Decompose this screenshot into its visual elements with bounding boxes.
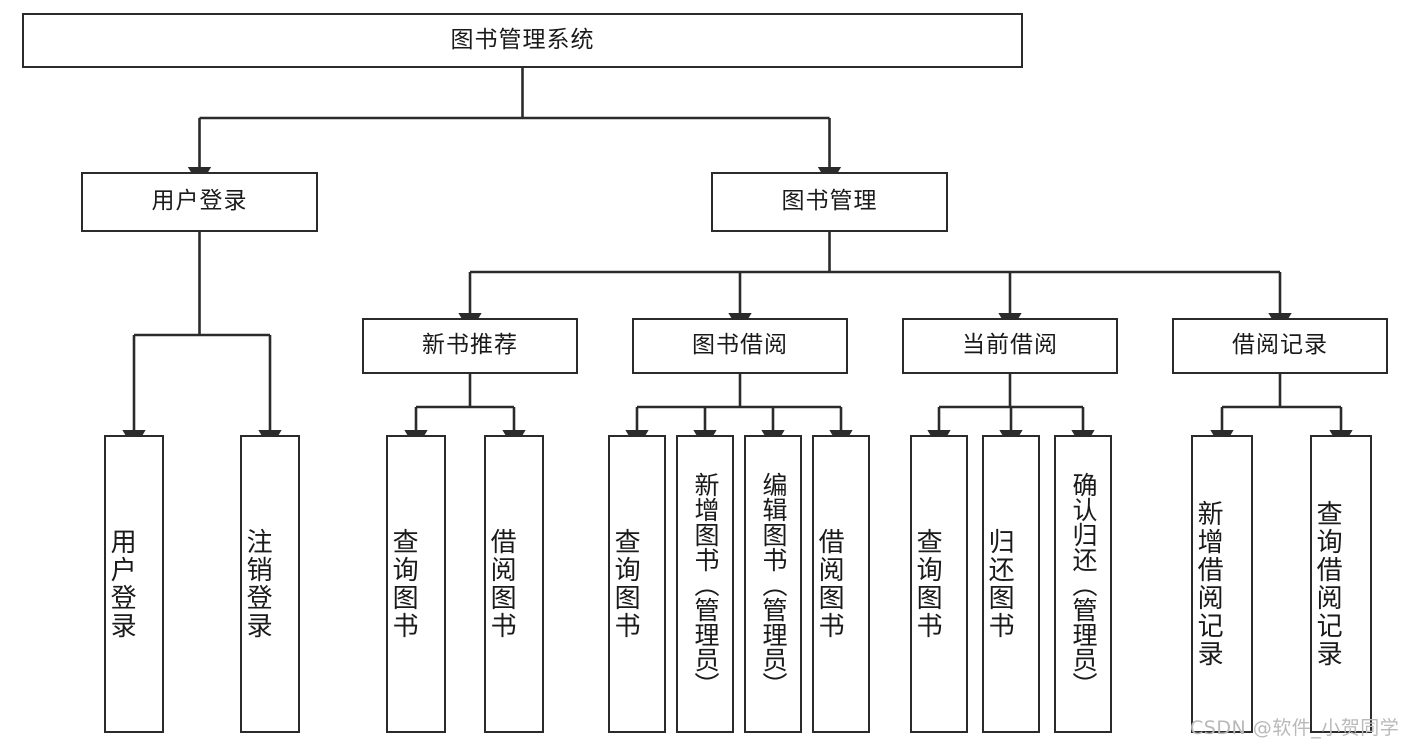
node-book-manage-label: 图书管理 [781, 188, 878, 215]
leaf-query-book-current-label: 查询图书 [912, 528, 943, 640]
leaf-add-borrow-record-label: 新增借阅记录 [1193, 500, 1224, 668]
leaf-query-book-recommend[interactable]: 查询图书 [386, 435, 446, 733]
node-book-manage[interactable]: 图书管理 [711, 172, 948, 232]
leaf-query-borrow-record-label: 查询借阅记录 [1312, 500, 1343, 668]
node-current-borrow-label: 当前借阅 [962, 332, 1058, 359]
node-user-login-label: 用户登录 [151, 188, 248, 215]
leaf-confirm-return-label: 确认归还（管理员） [1069, 471, 1098, 697]
leaf-query-book-borrow-label: 查询图书 [610, 528, 641, 640]
node-borrow-record-label: 借阅记录 [1232, 332, 1328, 359]
leaf-confirm-return[interactable]: 确认归还（管理员） [1054, 435, 1112, 733]
leaf-query-book-current[interactable]: 查询图书 [910, 435, 968, 733]
leaf-user-login-label: 用户登录 [106, 528, 137, 640]
node-new-book-recommend[interactable]: 新书推荐 [362, 318, 578, 374]
leaf-logout[interactable]: 注销登录 [240, 435, 300, 733]
node-user-login[interactable]: 用户登录 [81, 172, 318, 232]
node-new-book-recommend-label: 新书推荐 [422, 332, 518, 359]
leaf-user-login[interactable]: 用户登录 [104, 435, 164, 733]
leaf-return-book-label: 归还图书 [984, 528, 1015, 640]
leaf-add-borrow-record[interactable]: 新增借阅记录 [1191, 435, 1253, 733]
node-borrow-record[interactable]: 借阅记录 [1172, 318, 1388, 374]
leaf-borrow-book-label: 借阅图书 [814, 528, 845, 640]
leaf-borrow-book-recommend-label: 借阅图书 [486, 528, 517, 640]
leaf-borrow-book-recommend[interactable]: 借阅图书 [484, 435, 544, 733]
leaf-edit-book[interactable]: 编辑图书（管理员） [744, 435, 802, 733]
node-root[interactable]: 图书管理系统 [22, 13, 1023, 68]
leaf-borrow-book[interactable]: 借阅图书 [812, 435, 870, 733]
leaf-edit-book-label: 编辑图书（管理员） [759, 471, 788, 697]
node-book-borrow[interactable]: 图书借阅 [632, 318, 848, 374]
leaf-query-borrow-record[interactable]: 查询借阅记录 [1310, 435, 1372, 733]
watermark: CSDN @软件_小贺同学 [1190, 717, 1400, 739]
node-root-label: 图书管理系统 [450, 26, 595, 53]
leaf-logout-label: 注销登录 [242, 528, 273, 640]
leaf-query-book-borrow[interactable]: 查询图书 [608, 435, 666, 733]
leaf-query-book-recommend-label: 查询图书 [388, 528, 419, 640]
leaf-return-book[interactable]: 归还图书 [982, 435, 1040, 733]
leaf-add-book-label: 新增图书（管理员） [691, 471, 720, 697]
leaf-add-book[interactable]: 新增图书（管理员） [676, 435, 734, 733]
node-book-borrow-label: 图书借阅 [692, 332, 788, 359]
node-current-borrow[interactable]: 当前借阅 [902, 318, 1118, 374]
